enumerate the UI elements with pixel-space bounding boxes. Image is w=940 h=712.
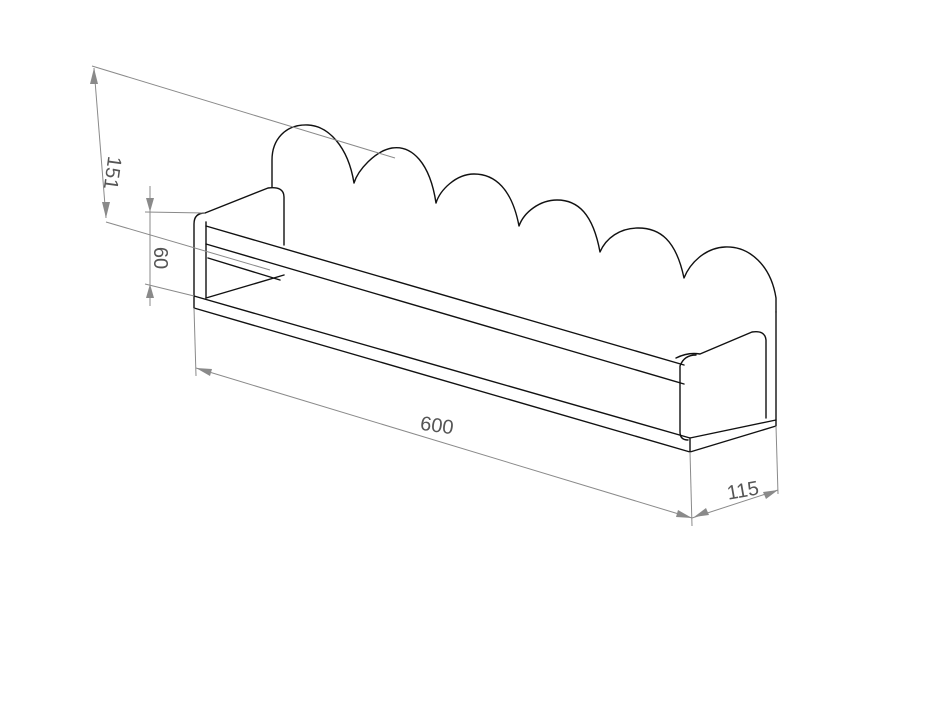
arrow-600-right [676, 510, 692, 518]
arrow-60-top [146, 198, 154, 212]
extension-line-60-bottom [144, 283, 195, 297]
extension-line-600-left [193, 307, 197, 377]
arrow-151-bottom [102, 202, 110, 218]
left-side-board [193, 187, 285, 297]
arrow-115-right [763, 490, 778, 499]
dimension-line-600 [195, 367, 693, 519]
dimension-label-151: 151 [99, 155, 125, 191]
dimension-label-60: 60 [149, 247, 171, 269]
front-rail [205, 225, 685, 385]
dimension-lines [90, 65, 779, 527]
rail-inner-left [207, 257, 281, 281]
extension-line-600-right [689, 451, 693, 527]
right-side-board [675, 330, 767, 441]
extension-line-60-top [144, 211, 206, 214]
dimension-label-115: 115 [725, 477, 760, 504]
dimension-line-151 [93, 67, 107, 219]
extension-line-mid [105, 221, 271, 271]
arrow-60-bottom [146, 284, 154, 298]
bottom-board [193, 274, 777, 453]
extension-line-top [91, 65, 396, 159]
arrow-151-top [90, 68, 98, 84]
arrow-115-left [694, 508, 709, 517]
arrow-600-left [196, 368, 212, 376]
shelf-outline [193, 124, 777, 453]
back-panel-scallops [271, 124, 777, 313]
extension-line-115 [775, 425, 779, 495]
dimension-label-600: 600 [419, 413, 455, 439]
